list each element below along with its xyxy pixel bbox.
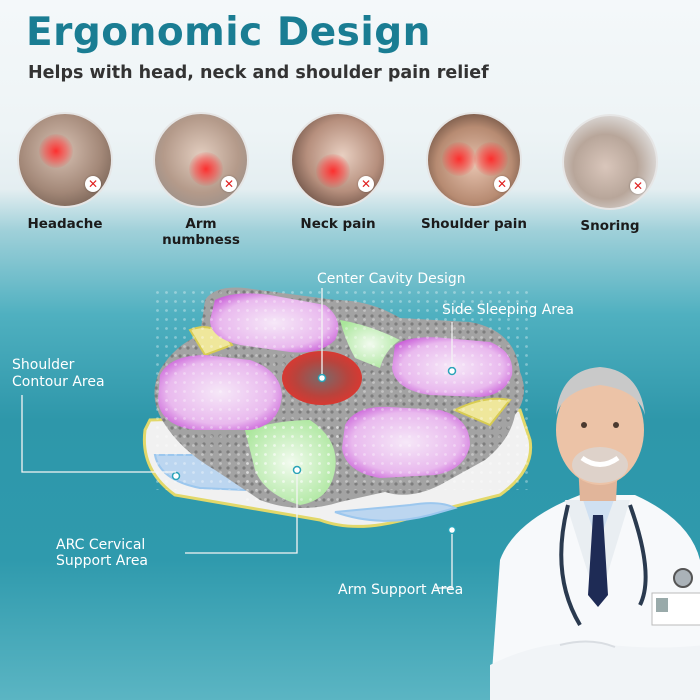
callout-arc-cervical-line2: Support Area — [56, 553, 149, 569]
page-subtitle: Helps with head, neck and shoulder pain … — [28, 63, 489, 83]
neck-pain-photo-icon: ✕ — [290, 112, 386, 208]
pain-item-shoulder-pain: ✕ Shoulder pain — [419, 112, 529, 232]
x-mark-icon: ✕ — [221, 176, 237, 192]
arm-numbness-photo-icon: ✕ — [153, 112, 249, 208]
doctor-photo — [490, 367, 700, 700]
pain-item-neck-pain: ✕ Neck pain — [283, 112, 393, 232]
shoulder-pain-photo-icon: ✕ — [426, 112, 522, 208]
pain-label: Shoulder pain — [420, 216, 528, 232]
pain-label: Neck pain — [300, 216, 376, 232]
x-mark-icon: ✕ — [358, 176, 374, 192]
headache-photo-icon: ✕ — [17, 112, 113, 208]
pain-label: Arm numbness — [162, 216, 240, 248]
snoring-photo-icon: ✕ — [562, 114, 658, 210]
pain-item-headache: ✕ Headache — [10, 112, 120, 232]
x-mark-icon: ✕ — [630, 178, 646, 194]
pain-item-snoring: ✕ Snoring — [555, 114, 665, 234]
callout-arm-support: Arm Support Area — [338, 582, 464, 598]
callout-shoulder-contour-line2: Contour Area — [12, 374, 105, 390]
callout-shoulder-contour-line1: Shoulder — [12, 357, 75, 373]
pain-label: Snoring — [580, 218, 640, 234]
pain-points-row: ✕ Headache ✕ Arm numbness ✕ Neck pain ✕ … — [0, 108, 700, 248]
x-mark-icon: ✕ — [494, 176, 510, 192]
callout-center-cavity: Center Cavity Design — [317, 271, 466, 287]
callout-side-sleeping: Side Sleeping Area — [442, 302, 574, 318]
pain-item-arm-numbness: ✕ Arm numbness — [146, 112, 256, 248]
callout-arc-cervical-line1: ARC Cervical — [56, 537, 146, 553]
page-title: Ergonomic Design — [26, 10, 431, 55]
x-mark-icon: ✕ — [85, 176, 101, 192]
pain-label: Headache — [27, 216, 103, 232]
